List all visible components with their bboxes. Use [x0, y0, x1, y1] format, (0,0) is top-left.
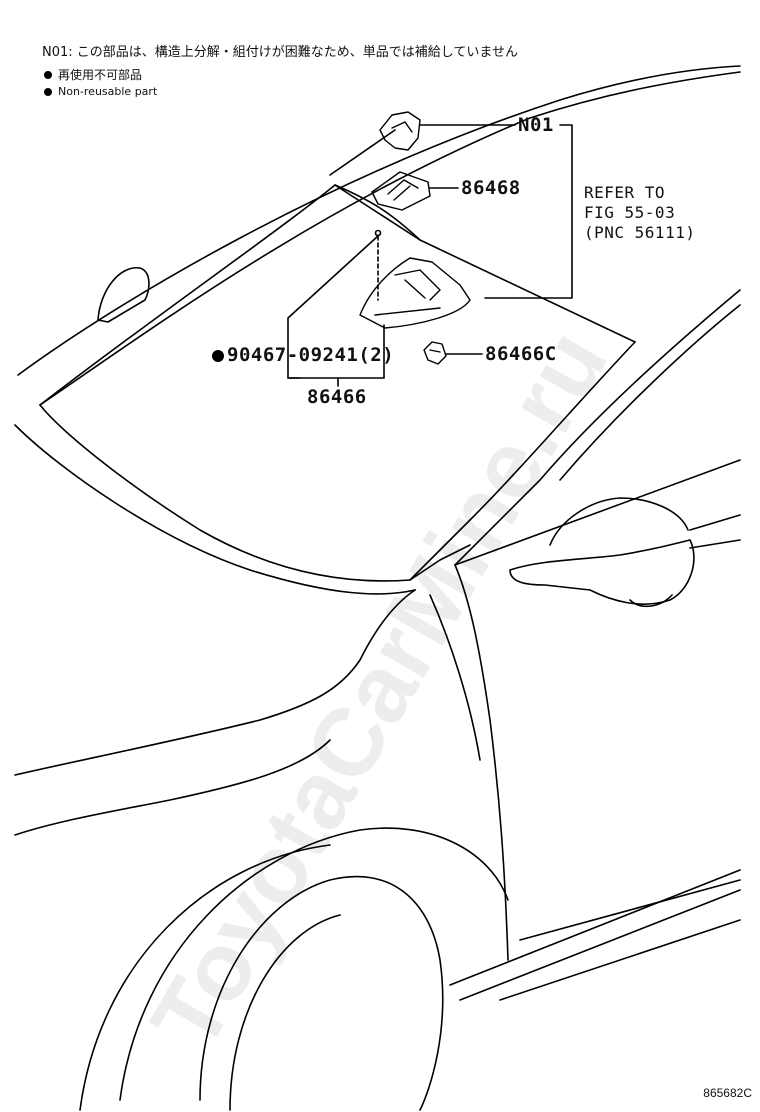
roof-line: [17, 65, 741, 376]
fender-inner: [429, 594, 481, 761]
side-mirror: [509, 539, 695, 605]
part-86466-icon: [359, 257, 471, 329]
windshield-top: [39, 184, 336, 406]
a-pillar-outer: [454, 289, 741, 566]
left-mirror: [97, 267, 150, 323]
callout-90467-label: 90467-09241(2): [227, 344, 395, 366]
roof-line-inner: [39, 71, 741, 406]
legend-jp-label: 再使用不可部品: [58, 68, 143, 82]
cowl: [409, 544, 471, 581]
legend-en-label: Non-reusable part: [58, 85, 158, 98]
side-sill: [449, 869, 741, 986]
callout-86468[interactable]: 86468: [461, 177, 521, 199]
windshield-bottom: [14, 424, 416, 595]
callout-86466c[interactable]: 86466C: [485, 343, 557, 365]
leader-refer: [484, 124, 573, 299]
windshield-left: [39, 404, 411, 582]
legend-jp: 再使用不可部品: [44, 66, 142, 83]
screw-icon: [374, 229, 382, 237]
n01-note: N01: この部品は、構造上分解・組付けが困難なため、単品では補給していません: [42, 45, 518, 60]
non-reusable-dot-icon: [212, 350, 224, 362]
hood-crease: [14, 739, 331, 836]
a-pillar: [409, 341, 636, 581]
door-line: [454, 459, 741, 566]
refer-line-3: (PNC 56111): [584, 223, 696, 242]
fender-line: [454, 564, 509, 961]
bullet-dot-icon: [44, 70, 52, 79]
a-pillar-outer-2: [559, 304, 741, 481]
leader-86466: [287, 324, 385, 379]
side-mirror-lower: [629, 594, 673, 608]
legend-en: Non-reusable part: [44, 85, 157, 98]
bullet-dot-icon: [44, 87, 52, 96]
wheel-arch: [119, 827, 509, 1101]
part-86468-icon: [371, 171, 431, 211]
figure-code: 865682C: [703, 1086, 752, 1100]
wheel-arch-2: [79, 844, 331, 1111]
hood-line: [14, 589, 416, 776]
callout-86466[interactable]: 86466: [307, 386, 367, 408]
callout-90467[interactable]: 90467-09241(2): [212, 344, 394, 366]
wheel: [199, 875, 444, 1111]
refer-line-2[interactable]: FIG 55-03: [584, 203, 676, 222]
part-n01-icon: [379, 111, 421, 151]
side-sill-2: [459, 889, 741, 1001]
part-86466c-icon: [423, 341, 447, 365]
callout-n01[interactable]: N01: [518, 114, 554, 136]
wheel-inner: [229, 914, 341, 1111]
refer-line-1: REFER TO: [584, 183, 666, 202]
